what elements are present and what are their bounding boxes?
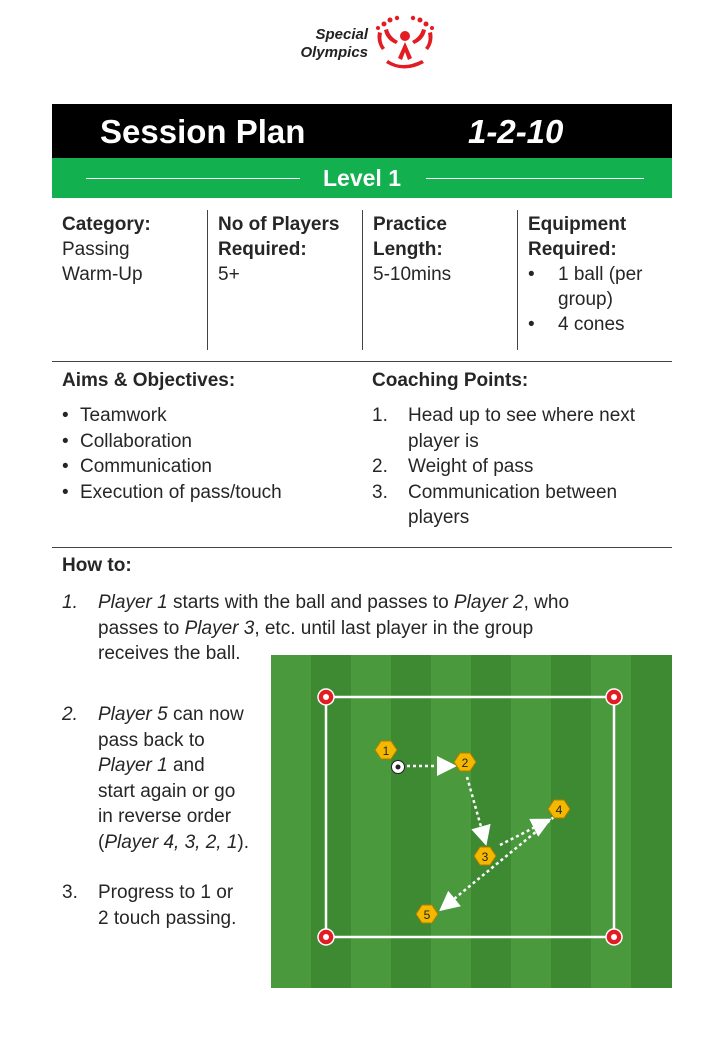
svg-text:1: 1 xyxy=(383,744,390,758)
svg-text:3: 3 xyxy=(482,850,489,864)
category-column: Category: Passing Warm-Up xyxy=(62,212,151,287)
svg-text:5: 5 xyxy=(424,908,431,922)
pitch-stripes xyxy=(271,655,631,988)
player-5: 5 xyxy=(415,904,439,924)
equipment-item: 4 cones xyxy=(528,312,643,337)
category-label: Category: xyxy=(62,214,151,235)
aims-title: Aims & Objectives: xyxy=(62,370,236,391)
svg-text:2: 2 xyxy=(462,756,469,770)
player-2: 2 xyxy=(453,752,477,772)
cone-bottom-right xyxy=(605,928,623,946)
section-divider xyxy=(52,547,672,548)
cone-top-right xyxy=(605,688,623,706)
special-olympics-logo-icon xyxy=(376,15,434,69)
length-label-1: Practice xyxy=(373,214,447,235)
coaching-item: 2.Weight of pass xyxy=(372,456,534,477)
players-column: No of Players Required: 5+ xyxy=(218,212,339,287)
aims-item: Collaboration xyxy=(62,429,282,455)
cone-top-left xyxy=(317,688,335,706)
logo: Special Olympics xyxy=(270,14,440,80)
aims-list: Teamwork Collaboration Communication Exe… xyxy=(62,403,282,505)
aims-item: Execution of pass/touch xyxy=(62,480,282,506)
session-code: 1-2-10 xyxy=(468,113,564,150)
aims-item: Teamwork xyxy=(62,403,282,429)
soccer-ball-icon xyxy=(391,760,405,774)
step-2-text: Player 5 can now pass back to Player 1 a… xyxy=(98,704,250,853)
step-number: 3. xyxy=(62,882,78,903)
grid-square xyxy=(324,695,616,939)
logo-line-1: Special xyxy=(315,26,368,43)
length-label-2: Length: xyxy=(373,239,443,260)
session-plan-title: Session Plan xyxy=(100,113,306,150)
column-divider xyxy=(362,210,363,350)
pass-arrows xyxy=(407,756,555,912)
cone-bottom-left xyxy=(317,928,335,946)
section-divider xyxy=(52,361,672,362)
column-divider xyxy=(207,210,208,350)
player-3: 3 xyxy=(473,846,497,866)
level-bar: Level 1 xyxy=(52,158,672,198)
players-value: 5+ xyxy=(218,264,240,285)
logo-wordmark: Special Olympics xyxy=(270,26,368,62)
step-1-text: Player 1 starts with the ball and passes… xyxy=(98,592,570,664)
step-3-text: Progress to 1 or 2 touch passing. xyxy=(98,882,237,929)
length-value: 5-10mins xyxy=(373,264,452,285)
step-number: 2. xyxy=(62,704,78,725)
column-divider xyxy=(517,210,518,350)
category-value-1: Passing xyxy=(62,239,130,260)
equipment-label-2: Required: xyxy=(528,239,617,260)
logo-line-2: Olympics xyxy=(300,44,368,61)
svg-text:4: 4 xyxy=(556,803,563,817)
player-1: 1 xyxy=(374,740,398,760)
player-4: 4 xyxy=(547,799,571,819)
level-label: Level 1 xyxy=(323,165,401,191)
players-label-2: Required: xyxy=(218,239,307,260)
equipment-label-1: Equipment xyxy=(528,214,627,235)
aims-item: Communication xyxy=(62,454,282,480)
players-label-1: No of Players xyxy=(218,214,340,235)
howto-title: How to: xyxy=(62,555,132,576)
level-divider-left xyxy=(86,178,300,179)
coaching-title: Coaching Points: xyxy=(372,370,529,391)
title-bar: Session Plan 1-2-10 xyxy=(52,104,672,158)
level-divider-right xyxy=(426,178,644,179)
pitch-diagram: 1 2 3 4 5 xyxy=(271,655,672,988)
category-value-2: Warm-Up xyxy=(62,264,143,285)
step-number: 1. xyxy=(62,592,78,613)
length-column: Practice Length: 5-10mins xyxy=(373,212,451,287)
